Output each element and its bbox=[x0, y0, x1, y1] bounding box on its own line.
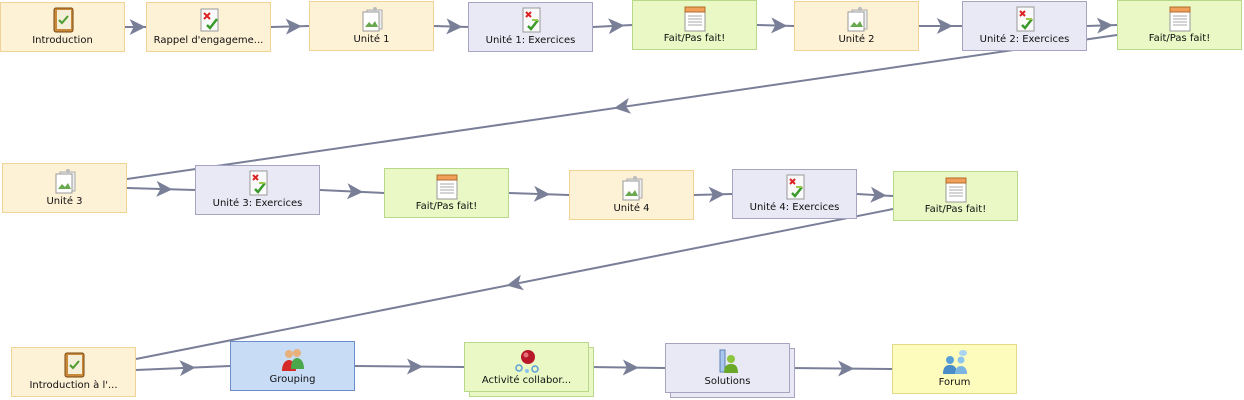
notepad-icon bbox=[436, 174, 457, 200]
connector-line bbox=[354, 365, 465, 368]
document-image-icon bbox=[847, 7, 867, 32]
activity-solutions[interactable]: Solutions bbox=[665, 343, 790, 393]
activity-label: Fait/Pas fait! bbox=[1148, 33, 1211, 44]
notebook-icon bbox=[53, 7, 73, 33]
connector-arrow bbox=[506, 274, 524, 291]
assessment-icon bbox=[1016, 6, 1034, 32]
activity-introduction-a[interactable]: Introduction à l'... bbox=[11, 347, 136, 397]
activity-label: Fait/Pas fait! bbox=[663, 33, 726, 44]
activity-forum[interactable]: Forum bbox=[892, 344, 1017, 394]
activity-unite-2-exercices[interactable]: Unité 2: Exercices bbox=[962, 1, 1087, 51]
activity-label: Grouping bbox=[269, 374, 316, 385]
connector-arrow bbox=[533, 185, 550, 202]
notepad-icon bbox=[945, 177, 966, 203]
activity-grouping[interactable]: Grouping bbox=[230, 341, 355, 391]
connector-arrow bbox=[838, 360, 855, 377]
connector-arrow bbox=[608, 18, 625, 35]
connector-arrow bbox=[708, 186, 725, 203]
collaboration-icon bbox=[514, 350, 539, 373]
connector-arrow bbox=[614, 97, 632, 114]
activity-fait-pas-fait-2[interactable]: Fait/Pas fait! bbox=[1117, 0, 1242, 50]
activity-unite-2[interactable]: Unité 2 bbox=[794, 1, 919, 51]
activity-label: Unité 1 bbox=[353, 34, 390, 45]
connector-arrow bbox=[770, 17, 788, 34]
connector-line bbox=[789, 367, 893, 370]
forum-icon bbox=[942, 350, 967, 374]
activity-label: Rappel d'engageme... bbox=[153, 35, 264, 46]
connector-arrow bbox=[1096, 17, 1113, 34]
document-image-icon bbox=[55, 169, 75, 194]
connector-arrow bbox=[179, 360, 196, 377]
connector-arrow bbox=[156, 180, 173, 197]
activity-label: Solutions bbox=[704, 376, 751, 387]
activity-unite-4-exercices[interactable]: Unité 4: Exercices bbox=[732, 169, 857, 219]
activity-unite-3[interactable]: Unité 3 bbox=[2, 163, 127, 213]
activity-label: Unité 4 bbox=[613, 203, 650, 214]
notepad-icon bbox=[1169, 6, 1190, 32]
group-icon bbox=[281, 349, 304, 371]
assessment-icon bbox=[522, 7, 540, 33]
activity-label: Fait/Pas fait! bbox=[415, 201, 478, 212]
activity-unite-1[interactable]: Unité 1 bbox=[309, 1, 434, 51]
activity-unite-3-exercices[interactable]: Unité 3: Exercices bbox=[195, 165, 320, 215]
activity-label: Unité 1: Exercices bbox=[485, 35, 576, 46]
notebook-icon bbox=[64, 352, 84, 378]
activity-fait-pas-fait-4[interactable]: Fait/Pas fait! bbox=[893, 171, 1018, 221]
activity-fait-pas-fait-1[interactable]: Fait/Pas fait! bbox=[632, 0, 757, 50]
activity-label: Unité 3: Exercices bbox=[212, 198, 303, 209]
assessment-icon bbox=[249, 170, 267, 196]
activity-collaborative[interactable]: Activité collabor... bbox=[464, 342, 589, 392]
document-image-icon bbox=[362, 7, 382, 32]
chart-person-icon bbox=[719, 349, 738, 373]
connector-arrow bbox=[622, 359, 639, 376]
connector-arrow bbox=[936, 18, 953, 34]
connector-arrow bbox=[406, 358, 423, 375]
activity-label: Unité 3 bbox=[46, 196, 83, 207]
connector-arrow bbox=[870, 186, 887, 203]
connector-line bbox=[135, 365, 231, 371]
document-image-icon bbox=[622, 176, 642, 201]
connector-arrow bbox=[346, 183, 364, 200]
notepad-icon bbox=[684, 6, 705, 32]
activity-label: Forum bbox=[938, 377, 971, 388]
activity-label: Unité 2 bbox=[838, 34, 875, 45]
activity-fait-pas-fait-3[interactable]: Fait/Pas fait! bbox=[384, 168, 509, 218]
connector-arrow bbox=[129, 19, 146, 35]
activity-unite-4[interactable]: Unité 4 bbox=[569, 170, 694, 220]
activity-label: Activité collabor... bbox=[481, 375, 572, 386]
connector-arrow bbox=[446, 18, 463, 35]
activity-unite-1-exercices[interactable]: Unité 1: Exercices bbox=[468, 2, 593, 52]
activity-rappel[interactable]: Rappel d'engageme... bbox=[146, 2, 271, 52]
activity-label: Unité 2: Exercices bbox=[979, 34, 1070, 45]
activity-label: Unité 4: Exercices bbox=[749, 202, 840, 213]
connector-arrow bbox=[285, 18, 302, 35]
activity-label: Fait/Pas fait! bbox=[924, 204, 987, 215]
assessment-icon bbox=[786, 174, 804, 200]
checklist-icon bbox=[200, 8, 218, 32]
activity-label: Introduction à l'... bbox=[29, 380, 118, 391]
activity-introduction[interactable]: Introduction bbox=[0, 2, 125, 52]
activity-label: Introduction bbox=[32, 35, 93, 46]
